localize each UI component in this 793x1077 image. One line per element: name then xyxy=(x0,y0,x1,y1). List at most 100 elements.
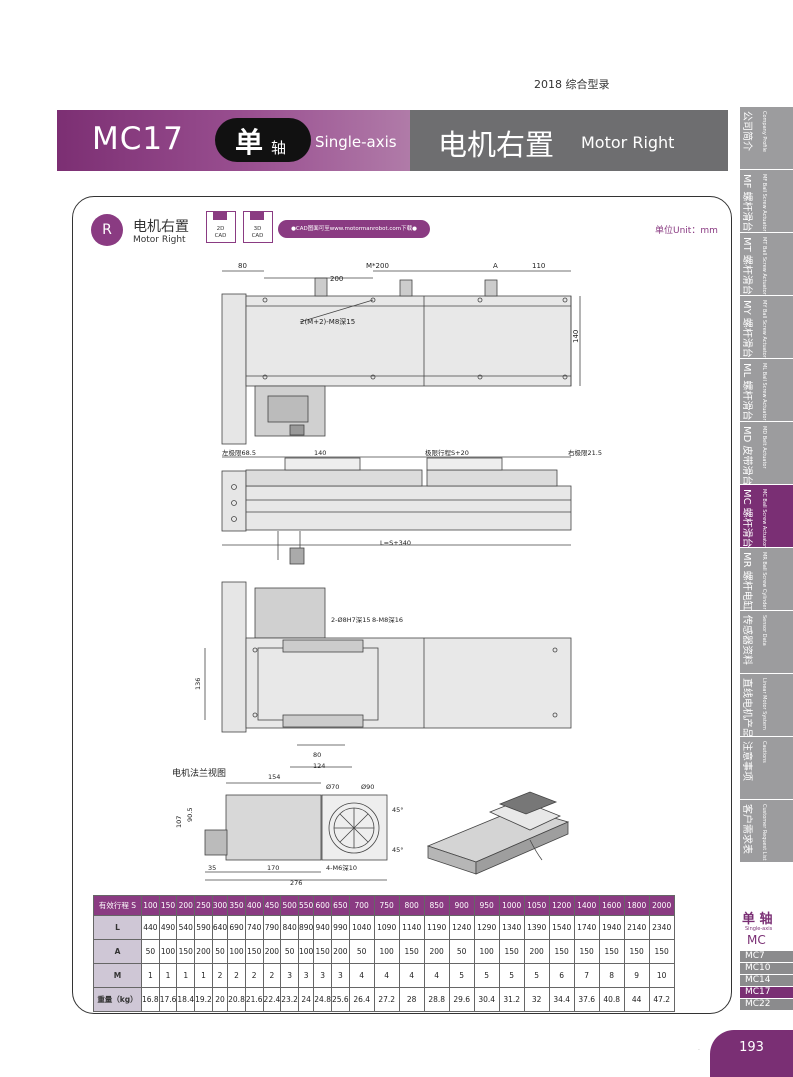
cad-download-note[interactable]: ●CAD图面可至www.motormanrobot.com下载● xyxy=(278,220,430,238)
table-cell: 29.6 xyxy=(448,987,475,1012)
table-cell: 1 xyxy=(141,963,160,988)
table-cell: 50 xyxy=(348,939,375,964)
table-cell: 34.4 xyxy=(548,987,575,1012)
table-cell: 50 xyxy=(211,939,229,964)
series-title-en: Single-axis xyxy=(745,926,773,932)
table-cell: 20 xyxy=(211,987,229,1012)
cad-3d-line1: 3D xyxy=(253,226,262,232)
table-cell: 3 xyxy=(297,963,315,988)
model-link-mc17[interactable]: MC17 xyxy=(740,987,793,998)
flange-view xyxy=(204,782,388,881)
table-cell: 2140 xyxy=(623,915,650,940)
table-cell: 8 xyxy=(598,963,625,988)
table-cell: 490 xyxy=(158,915,178,940)
table-cell: 24 xyxy=(297,987,315,1012)
dim-140: 140 xyxy=(314,449,326,457)
table-cell: 17.6 xyxy=(158,987,178,1012)
dim-80b: 80 xyxy=(313,751,321,759)
stroke-cell: 350 xyxy=(227,895,246,916)
table-header-row: 有效行程 S 100 150 200 250 300 350 400 450 5… xyxy=(93,895,675,916)
series-name: MC xyxy=(747,933,766,947)
stroke-cell: 1800 xyxy=(623,895,650,916)
model-link-mc14[interactable]: MC14 xyxy=(740,975,793,986)
dim-a: A xyxy=(493,262,498,270)
stroke-cell: 2000 xyxy=(648,895,675,916)
table-cell: 1090 xyxy=(373,915,400,940)
table-cell: 890 xyxy=(297,915,315,940)
table-cell: 1340 xyxy=(498,915,525,940)
table-cell: 150 xyxy=(176,939,196,964)
table-cell: 440 xyxy=(141,915,160,940)
cad-3d-line2: CAD xyxy=(251,233,264,239)
table-cell: 1140 xyxy=(398,915,425,940)
dim-136: 136 xyxy=(194,678,202,690)
table-cell: 1940 xyxy=(598,915,625,940)
table-cell: 19.2 xyxy=(194,987,213,1012)
table-cell: 32 xyxy=(523,987,550,1012)
model-link-mc10[interactable]: MC10 xyxy=(740,963,793,974)
table-cell: 25.6 xyxy=(330,987,350,1012)
model-link-mc22[interactable]: MC22 xyxy=(740,999,793,1010)
table-cell: 1040 xyxy=(348,915,375,940)
length-formula: L=S+340 xyxy=(380,539,411,547)
dim-o70: Ø70 xyxy=(326,783,339,791)
stroke-cell: 100 xyxy=(141,895,160,916)
table-cell: 150 xyxy=(398,939,425,964)
table-cell: 1 xyxy=(176,963,196,988)
table-cell: 10 xyxy=(648,963,675,988)
left-limit: 左极限68.5 xyxy=(222,448,256,457)
spec-table: 有效行程 S 100 150 200 250 300 350 400 450 5… xyxy=(93,895,675,1012)
dim-90-5: 90.5 xyxy=(186,808,194,822)
stroke-cell: 500 xyxy=(280,895,299,916)
holes-label-1: 2(M+2)-M8深15 xyxy=(300,317,355,326)
dim-124: 124 xyxy=(313,762,325,770)
stroke-cell: 300 xyxy=(211,895,229,916)
unit-label: 单位Unit：mm xyxy=(655,226,718,236)
table-cell: 21.6 xyxy=(244,987,264,1012)
table-cell: 150 xyxy=(573,939,600,964)
row-label: L xyxy=(93,915,142,940)
table-cell: 5 xyxy=(473,963,500,988)
table-cell: 1390 xyxy=(523,915,550,940)
table-cell: 26.4 xyxy=(348,987,375,1012)
row-label: M xyxy=(93,963,142,988)
table-row-a: A 50 100 150 200 50 100 150 200 50 100 1… xyxy=(93,939,675,964)
bottom-view-labels: 2-Ø8H7深15 8-M8深16 136 80 124 xyxy=(194,615,403,770)
dim-107: 107 xyxy=(175,816,183,828)
model-link-mc7[interactable]: MC7 xyxy=(740,951,793,962)
table-cell: 150 xyxy=(313,939,332,964)
table-cell: 2 xyxy=(227,963,246,988)
stroke-cell: 1000 xyxy=(498,895,525,916)
table-cell: 1290 xyxy=(473,915,500,940)
stroke-cell: 950 xyxy=(473,895,500,916)
stroke-cell: 1600 xyxy=(598,895,625,916)
stroke-cell: 1050 xyxy=(523,895,550,916)
holes-label-2: 2-Ø8H7深15 xyxy=(331,615,371,624)
table-cell: 44 xyxy=(623,987,650,1012)
table-cell: 150 xyxy=(598,939,625,964)
stroke-cell: 900 xyxy=(448,895,475,916)
flange-labels: 154 Ø70 Ø90 45° 45° 107 90.5 35 170 276 … xyxy=(175,773,404,885)
table-cell: 3 xyxy=(280,963,299,988)
stroke-cell: 450 xyxy=(262,895,282,916)
table-cell: 6 xyxy=(548,963,575,988)
table-cell: 740 xyxy=(244,915,264,940)
table-cell: 5 xyxy=(448,963,475,988)
table-cell: 24.8 xyxy=(313,987,332,1012)
table-cell: 990 xyxy=(330,915,350,940)
table-cell: 3 xyxy=(330,963,350,988)
